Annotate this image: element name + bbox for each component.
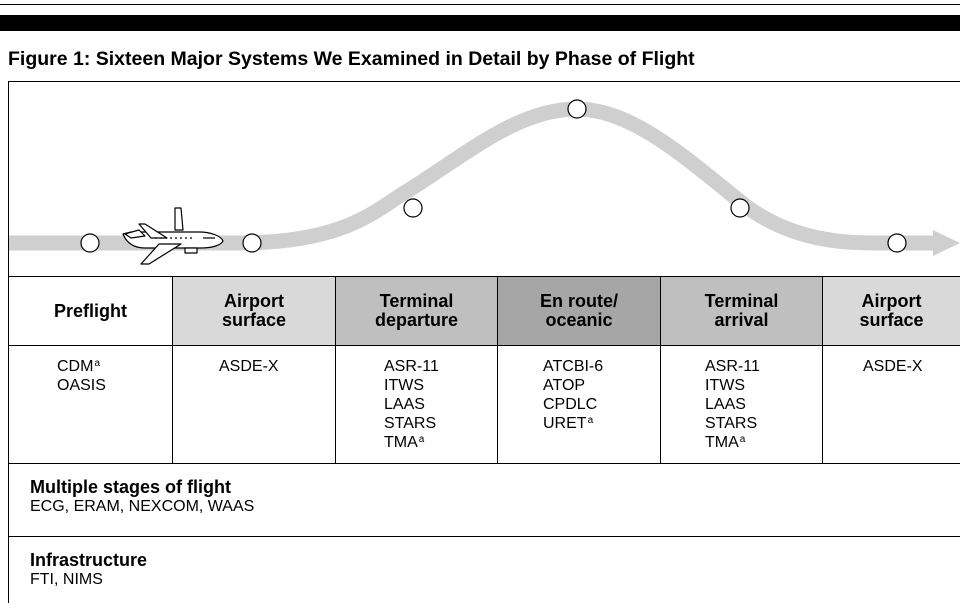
top-rule [0, 4, 960, 5]
multiple-stages-heading: Multiple stages of flight [30, 477, 231, 497]
footnote-marker: a [94, 358, 100, 369]
milestone-circle-icon [242, 233, 262, 253]
system-item: CDMa [57, 358, 100, 375]
airplane-icon [122, 207, 224, 265]
frame-left-border [8, 82, 9, 603]
milestone-circle-icon [403, 198, 423, 218]
system-item: ASR-11 [384, 358, 439, 375]
infrastructure-systems: FTI, NIMS [30, 571, 103, 588]
multiple-stages-systems: ECG, ERAM, NEXCOM, WAAS [30, 498, 255, 515]
system-item: OASIS [57, 377, 106, 394]
systems-airport-surface: ASDE-X [173, 345, 336, 463]
flight-path-diagram [9, 99, 960, 265]
phase-en-route-oceanic: En route/ oceanic [498, 277, 661, 345]
flight-path [9, 101, 934, 251]
systems-airport-surface-arrival: ASDE-X [823, 345, 960, 463]
system-item: ITWS [384, 377, 424, 394]
phase-terminal-arrival: Terminal arrival [661, 277, 823, 345]
footnote-marker: a [418, 434, 425, 445]
phase-header-row: Preflight Airport surface Terminal depar… [9, 276, 960, 346]
arrow-right-icon [933, 230, 960, 256]
system-item: STARS [705, 415, 758, 432]
system-item: LAAS [384, 396, 425, 413]
section-divider [9, 536, 960, 537]
milestones [80, 99, 907, 253]
infrastructure-heading: Infrastructure [30, 550, 148, 570]
system-list: ASDE-X [219, 357, 335, 376]
figure-title: Figure 1: Sixteen Major Systems We Exami… [8, 48, 695, 70]
system-item: ASR-11 [705, 358, 760, 375]
system-item: TMAa [705, 434, 746, 451]
system-item: ATCBI-6 [543, 358, 604, 375]
system-item: ASDE-X [863, 358, 923, 375]
system-item: STARS [384, 415, 437, 432]
milestone-circle-icon [730, 198, 750, 218]
header-bar [0, 15, 960, 31]
system-item: CPDLC [543, 396, 598, 413]
phase-terminal-departure: Terminal departure [336, 277, 498, 345]
phase-airport-surface: Airport surface [173, 277, 336, 345]
milestone-circle-icon [80, 233, 100, 253]
phase-airport-surface-arrival: Airport surface [823, 277, 960, 345]
footnote-marker: a [587, 415, 594, 426]
system-list: ASDE-X [863, 357, 960, 376]
system-item: TMAa [384, 434, 425, 451]
milestone-circle-icon [567, 99, 587, 119]
system-item: LAAS [705, 396, 746, 413]
frame-top-border [8, 81, 960, 82]
system-item: ASDE-X [219, 358, 279, 375]
footnote-marker: a [739, 434, 746, 445]
infrastructure-section: Infrastructure FTI, NIMS [30, 550, 147, 589]
system-item: ITWS [705, 377, 745, 394]
system-item: URETa [543, 415, 594, 432]
multiple-stages-section: Multiple stages of flight ECG, ERAM, NEX… [30, 477, 254, 516]
phase-preflight: Preflight [9, 277, 173, 345]
system-item: ATOP [543, 377, 586, 394]
milestone-circle-icon [887, 233, 907, 253]
